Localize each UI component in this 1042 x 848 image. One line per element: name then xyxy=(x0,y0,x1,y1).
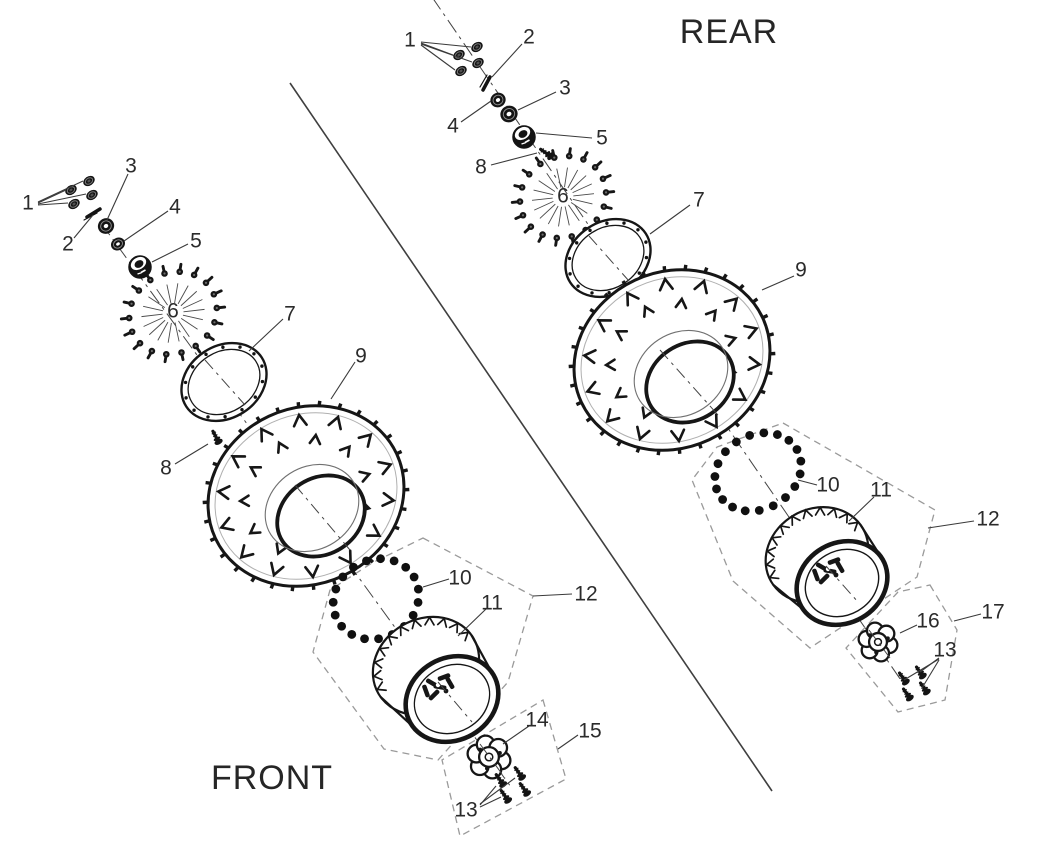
rear-hub-cap-5 xyxy=(512,125,536,149)
rear-lug-nuts xyxy=(453,41,484,77)
front-callout-5: 5 xyxy=(190,230,202,253)
front-callout-12: 12 xyxy=(574,583,597,606)
rear-callout-5: 5 xyxy=(596,127,608,150)
front-callout-11: 11 xyxy=(481,592,503,615)
rear-washer-4 xyxy=(490,92,506,108)
front-section-label: FRONT xyxy=(211,759,333,797)
rear-hub-kit-outline-17 xyxy=(845,584,958,713)
front-lug-nuts xyxy=(65,175,98,210)
rear-wheel-bolts-6 xyxy=(510,147,616,247)
front-cotter-pin xyxy=(83,207,102,221)
front-callout-15: 15 xyxy=(578,720,601,743)
rear-callout-16: 16 xyxy=(916,610,939,633)
rear-callout-3: 3 xyxy=(559,77,571,100)
rear-hub-16 xyxy=(857,621,899,663)
rear-callout-7: 7 xyxy=(693,189,705,212)
rear-tire-9 xyxy=(568,264,776,456)
front-callouts: 1 2 3 4 5 6 7 8 9 10 11 12 13 14 15 xyxy=(22,155,602,822)
rear-callout-lines xyxy=(420,41,982,689)
rear-callout-1: 1 xyxy=(404,29,416,52)
rear-callout-4: 4 xyxy=(447,115,459,138)
front-callout-8: 8 xyxy=(160,457,172,480)
front-callout-6: 6 xyxy=(167,300,179,323)
rear-section-label: REAR xyxy=(680,13,778,51)
rear-callout-10: 10 xyxy=(816,474,839,497)
front-hub-14 xyxy=(466,734,512,780)
front-callout-7: 7 xyxy=(284,303,296,326)
rear-callout-8: 8 xyxy=(475,156,487,179)
front-callout-3: 3 xyxy=(125,155,137,178)
front-hub-screws-13 xyxy=(494,766,532,804)
rear-bolt-hole-ring-10 xyxy=(710,428,806,516)
rear-callouts: 1 2 3 4 5 6 7 8 9 10 11 12 13 16 17 xyxy=(404,26,1005,662)
front-callout-lines xyxy=(37,173,579,808)
front-callout-4: 4 xyxy=(169,196,181,219)
front-callout-14: 14 xyxy=(525,709,549,732)
rear-callout-9: 9 xyxy=(795,259,807,282)
front-callout-2: 2 xyxy=(62,233,74,256)
rear-cotter-pin xyxy=(479,74,492,92)
rear-washer-3 xyxy=(500,105,518,123)
front-hub-kit-outline-15 xyxy=(441,699,567,837)
front-wheel-kit-outline-12 xyxy=(312,537,534,761)
front-wheel-rim-11 xyxy=(371,615,501,745)
rear-wheel-rim-11 xyxy=(764,505,890,628)
rear-callout-12: 12 xyxy=(976,508,999,531)
axis-overlay-dashes xyxy=(204,235,891,779)
front-wheel-bolts-6 xyxy=(119,262,227,364)
front-washer-4 xyxy=(110,237,126,251)
rear-callout-11: 11 xyxy=(870,479,892,502)
front-hub-cap-5 xyxy=(128,255,152,279)
rear-callout-13: 13 xyxy=(933,639,956,662)
front-callout-1: 1 xyxy=(22,192,34,215)
front-callout-10: 10 xyxy=(448,567,471,590)
front-callout-13: 13 xyxy=(454,799,477,822)
rear-callout-6: 6 xyxy=(557,185,569,208)
rear-hub-screws-13 xyxy=(897,665,931,702)
front-valve-stem-8 xyxy=(211,429,223,445)
front-callout-9: 9 xyxy=(355,345,367,368)
section-divider-line xyxy=(289,82,773,792)
rear-callout-17: 17 xyxy=(981,601,1004,624)
rear-wheel-kit-outline-12 xyxy=(691,422,936,649)
front-tire-9 xyxy=(202,400,410,592)
rear-callout-2: 2 xyxy=(523,26,535,49)
front-washer-3 xyxy=(97,218,115,234)
